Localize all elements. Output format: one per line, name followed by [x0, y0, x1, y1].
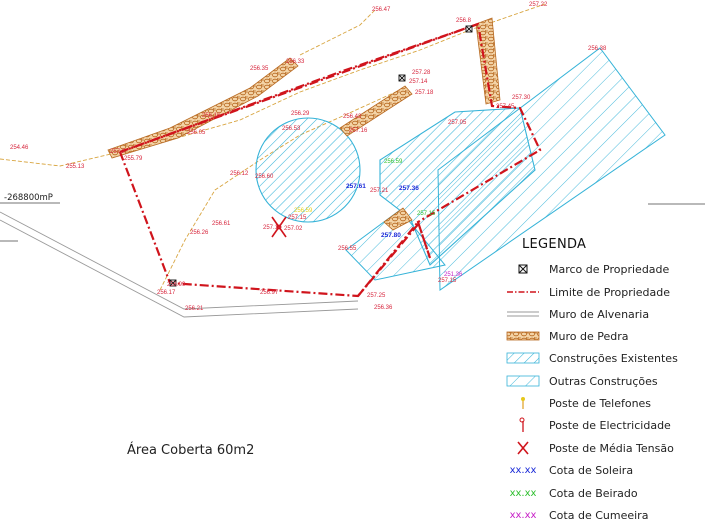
elevation-label: 256.29 [291, 111, 310, 117]
elevation-label: 257.05 [448, 120, 467, 126]
elevation-label: 257.18 [415, 90, 434, 96]
property-marker-icon [505, 261, 541, 277]
elevation-label: 257.21 [370, 188, 389, 194]
floor-level-label: 257.36 [399, 185, 419, 192]
property-markers [169, 25, 473, 287]
elevation-label: 256.21 [185, 306, 204, 312]
electric-pole-icon [505, 417, 541, 433]
elevation-label: 256.05 [187, 130, 206, 136]
elevation-label: 256.12 [230, 171, 249, 177]
elevation-label: 256.26 [190, 230, 209, 236]
elevation-label: 256.59 [294, 208, 313, 214]
elevation-label: 257.25 [367, 293, 386, 299]
medium-voltage-pole-icon [505, 440, 541, 456]
legend-item-media: Poste de Média Tensão [505, 439, 674, 457]
legend-item-construcoes: Construções Existentes [505, 349, 678, 367]
elevation-label: 256.33 [286, 59, 305, 65]
elevation-label: 256.42 [343, 114, 362, 120]
property-boundary [118, 22, 542, 298]
legend-item-electricidade: Poste de Electricidade [505, 416, 671, 434]
elevation-label: 256.53 [282, 126, 301, 132]
elevation-label: 257.14 [409, 79, 428, 85]
legend-item-cumeeira: xx.xx Cota de Cumeeira [505, 506, 649, 524]
legend-label: Poste de Electricidade [549, 418, 671, 432]
elevation-label: 255.13 [66, 164, 85, 170]
stone-wall-swatch [505, 328, 541, 344]
elevation-label: 256.36 [374, 305, 393, 311]
elevation-label: 256.55 [338, 246, 357, 252]
legend-label: Limite de Propriedade [549, 285, 671, 299]
elevation-labels: 256.47 256.8 257.22 256.33 256.35 257.28… [10, 2, 607, 312]
legend-label: Poste de Telefones [549, 396, 652, 410]
ridge-level-sample: xx.xx [509, 509, 537, 521]
elevation-label: 256.61 [212, 221, 231, 227]
property-boundary-line [505, 284, 541, 300]
legend-label: Poste de Média Tensão [549, 441, 674, 455]
legend-item-outras: Outras Construções [505, 372, 658, 390]
elevation-label: 255.79 [124, 156, 143, 162]
legend-label: Construções Existentes [549, 351, 678, 365]
legend-item-alvenaria: Muro de Alvenaria [505, 305, 649, 323]
elevation-label: 256.16 [202, 113, 221, 119]
floor-level-label: 257.61 [346, 183, 366, 190]
legend-item-limite: Limite de Propriedade [505, 283, 670, 301]
elevation-label: 256.99 [167, 282, 186, 288]
elevation-label: 256.8 [456, 18, 472, 24]
eave-level-label: 257.15 [417, 211, 436, 217]
masonry-wall-line [505, 306, 541, 322]
floor-level-label: 257.80 [381, 232, 401, 239]
elevation-label: 257.45 [496, 104, 515, 110]
legend-label: Outras Construções [549, 374, 658, 388]
legend-label: Cota de Soleira [549, 463, 634, 477]
legend-item-soleira: xx.xx Cota de Soleira [505, 461, 634, 479]
ridge-level-label: 251.36 [444, 272, 463, 278]
elevation-label: 257.15 [438, 278, 457, 284]
elevation-label: 257.2 [110, 149, 126, 155]
elevation-label: 257.22 [529, 2, 548, 8]
elevation-label: 256.38 [588, 46, 607, 52]
elevation-label: 257.15 [288, 215, 307, 221]
legend-item-pedra: Muro de Pedra [505, 327, 628, 345]
elevation-label: 256.60 [255, 174, 274, 180]
medium-voltage-pole-icon [271, 216, 287, 238]
legend-title: LEGENDA [522, 237, 587, 252]
legend-item-marco: Marco de Propriedade [505, 260, 669, 278]
legend-label: Muro de Alvenaria [549, 307, 650, 321]
legend-label: Marco de Propriedade [549, 262, 670, 276]
legend-label: Cota de Cumeeira [549, 508, 649, 522]
coordinate-label: -268800mP [4, 193, 53, 203]
eave-level-sample: xx.xx [509, 487, 537, 499]
stone-walls [107, 17, 501, 231]
elevation-label: 257.28 [412, 70, 431, 76]
phone-pole-icon [505, 395, 541, 411]
reference-lines [0, 202, 705, 242]
legend-item-telefones: Poste de Telefones [505, 394, 651, 412]
elevation-label: 257.02 [284, 226, 303, 232]
elevation-label: 256.35 [250, 66, 269, 72]
elevation-label: 256.47 [372, 7, 391, 13]
elevation-label: 257.16 [349, 128, 368, 134]
other-buildings-swatch [505, 373, 541, 389]
existing-buildings-swatch [505, 350, 541, 366]
elevation-label: 257.30 [512, 95, 531, 101]
legend-label: Muro de Pedra [549, 329, 629, 343]
elevation-label: 257.14 [263, 225, 282, 231]
area-caption: Área Coberta 60m2 [127, 443, 255, 458]
elevation-label: 256.97 [260, 290, 279, 296]
floor-level-sample: xx.xx [509, 464, 537, 476]
eave-level-label: 256.59 [384, 159, 403, 165]
elevation-label: 254.46 [10, 145, 29, 151]
legend-label: Cota de Beirado [549, 486, 638, 500]
legend-item-beirado: xx.xx Cota de Beirado [505, 484, 638, 502]
elevation-label: 256.17 [157, 290, 176, 296]
masonry-wall [0, 211, 359, 318]
